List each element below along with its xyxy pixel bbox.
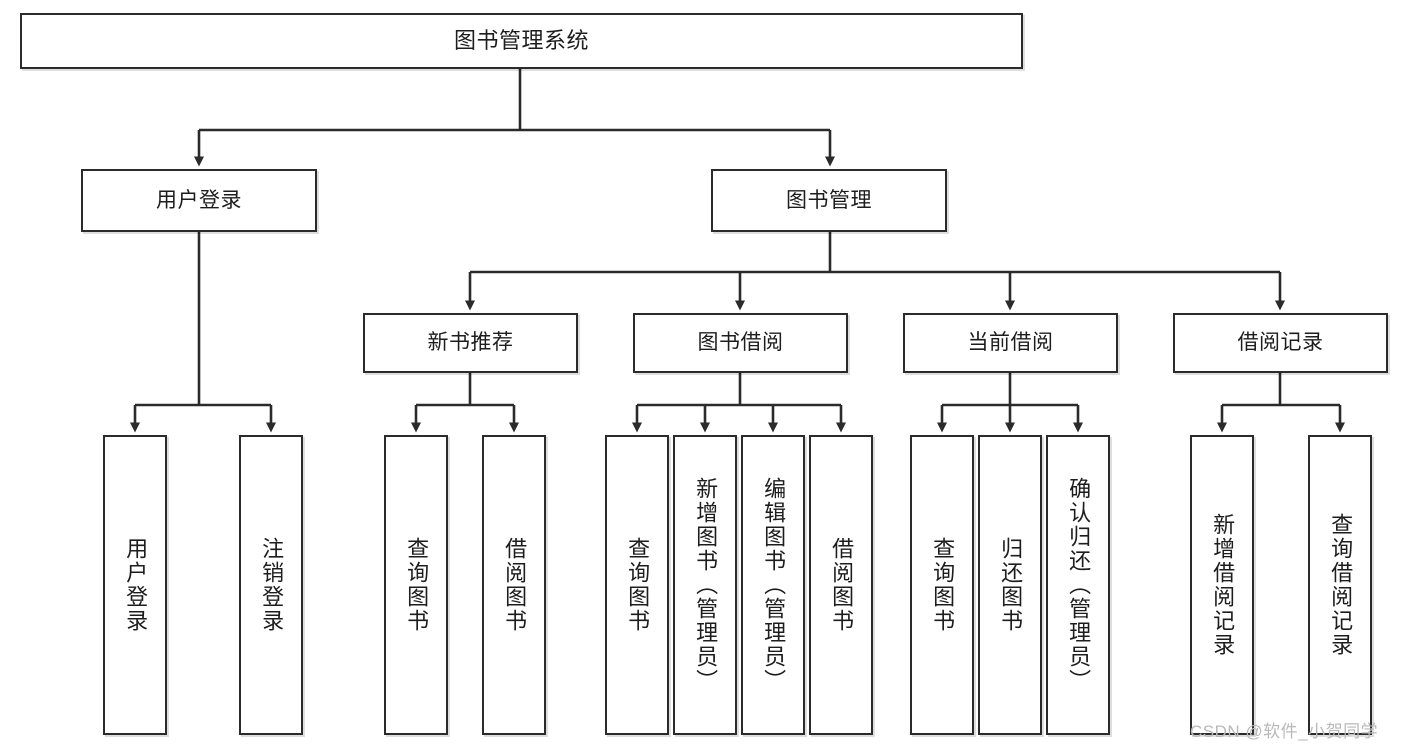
node-label: 新增图书（管理员） xyxy=(693,477,719,693)
node-label: 编辑图书（管理员） xyxy=(761,477,787,693)
node-label: 查询图书 xyxy=(930,537,956,633)
node-current-borrow[interactable]: 当前借阅 xyxy=(903,313,1118,373)
node-book-management[interactable]: 图书管理 xyxy=(711,169,947,232)
node-label: 借阅图书 xyxy=(502,537,528,633)
leaf-user-login-signin[interactable]: 用户登录 xyxy=(103,435,167,735)
node-label: 归还图书 xyxy=(998,537,1024,633)
node-label: 图书管理 xyxy=(786,188,872,212)
node-label: 用户登录 xyxy=(156,188,242,212)
leaf-new-book-query[interactable]: 查询图书 xyxy=(384,435,448,735)
leaf-current-query-book[interactable]: 查询图书 xyxy=(910,435,974,735)
node-label: 借阅图书 xyxy=(829,537,855,633)
node-label: 用户登录 xyxy=(123,537,149,633)
leaf-new-book-borrow[interactable]: 借阅图书 xyxy=(482,435,546,735)
node-label: 确认归还（管理员） xyxy=(1066,477,1092,693)
node-user-login[interactable]: 用户登录 xyxy=(81,169,317,232)
node-label: 新增借阅记录 xyxy=(1210,513,1236,657)
leaf-record-query[interactable]: 查询借阅记录 xyxy=(1308,435,1372,735)
node-borrow-record[interactable]: 借阅记录 xyxy=(1173,313,1388,373)
watermark-text: CSDN @软件_小贺同学 xyxy=(1190,722,1379,741)
node-book-borrow[interactable]: 图书借阅 xyxy=(633,313,848,373)
leaf-current-return-book[interactable]: 归还图书 xyxy=(978,435,1042,735)
node-root-system[interactable]: 图书管理系统 xyxy=(20,13,1023,69)
leaf-current-confirm-return-admin[interactable]: 确认归还（管理员） xyxy=(1046,435,1110,735)
leaf-borrow-add-book-admin[interactable]: 新增图书（管理员） xyxy=(673,435,737,735)
node-label: 注销登录 xyxy=(259,537,285,633)
node-label: 查询图书 xyxy=(404,537,430,633)
node-label: 图书管理系统 xyxy=(453,27,589,53)
node-label: 查询借阅记录 xyxy=(1328,513,1354,657)
node-new-book-recommend[interactable]: 新书推荐 xyxy=(363,313,578,373)
leaf-borrow-borrow-book[interactable]: 借阅图书 xyxy=(809,435,873,735)
leaf-user-login-signout[interactable]: 注销登录 xyxy=(239,435,303,735)
node-label: 新书推荐 xyxy=(427,331,514,355)
leaf-record-add[interactable]: 新增借阅记录 xyxy=(1190,435,1254,735)
leaf-borrow-query-book[interactable]: 查询图书 xyxy=(605,435,669,735)
leaf-borrow-edit-book-admin[interactable]: 编辑图书（管理员） xyxy=(741,435,805,735)
node-label: 借阅记录 xyxy=(1237,331,1324,355)
node-label: 当前借阅 xyxy=(967,331,1054,355)
node-label: 图书借阅 xyxy=(697,331,784,355)
node-label: 查询图书 xyxy=(625,537,651,633)
